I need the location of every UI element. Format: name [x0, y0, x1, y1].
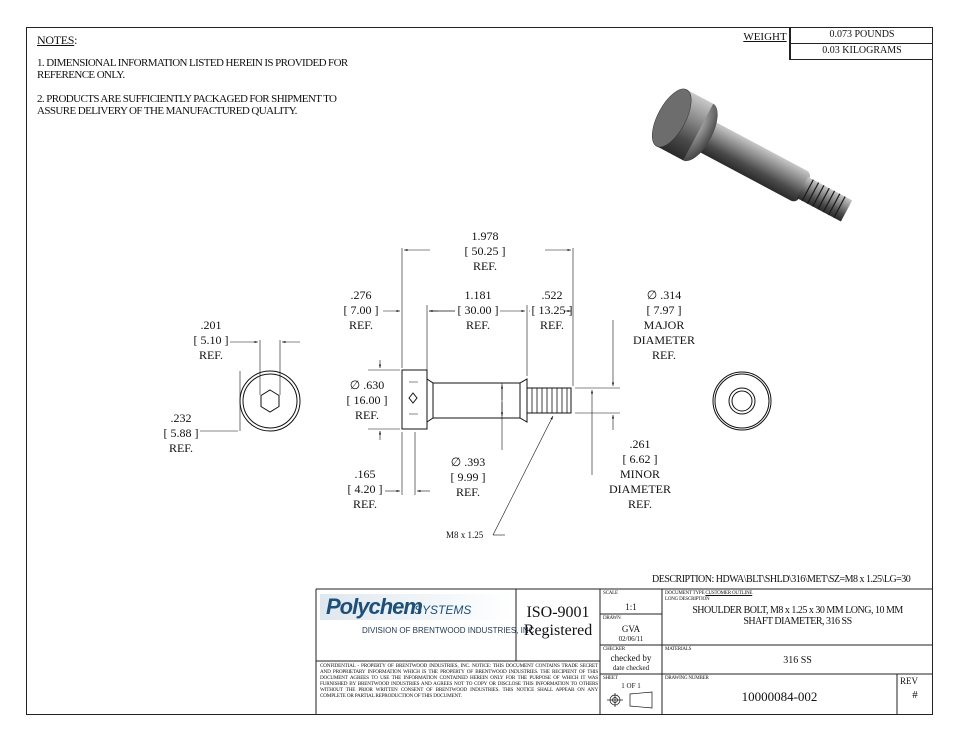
dim-overall: 1.978[ 50.25 ]REF. [464, 229, 506, 273]
scale-value: 1:1 [625, 602, 637, 612]
dimension-lines [368, 248, 620, 536]
materials-value: 316 SS [783, 655, 812, 666]
weight-pounds: 0.073 POUNDS [791, 27, 933, 44]
checker-label: CHECKER [603, 647, 625, 652]
dim-socket-depth: .232[ 5.88 ]REF. [163, 411, 199, 455]
confidential-notice: CONFIDENTIAL - PROPERTY OF BRENTWOOD IND… [320, 663, 598, 699]
rev-label: REV [900, 676, 918, 686]
sheet-value: 1 OF 1 [621, 682, 641, 690]
materials-label: MATERIALS [665, 647, 692, 652]
thread-callout: M8 x 1.25 [446, 530, 484, 540]
company-logo: Polychem SYSTEMS DIVISION OF BRENTWOOD I… [320, 594, 537, 640]
longdesc-label: LONG DESCRIPTION [665, 597, 710, 602]
title-block-grid [315, 588, 933, 715]
dim-shoulder-diameter: ∅ .393[ 9.99 ]REF. [450, 455, 486, 499]
note-1: 1. DIMENSIONAL INFORMATION LISTED HEREIN… [37, 57, 348, 81]
logo-systems: SYSTEMS [414, 603, 472, 617]
end-view-head [200, 340, 301, 432]
checker-date: date checked [612, 664, 650, 672]
checker-value: checked by [610, 653, 652, 663]
side-view-bolt [401, 369, 572, 430]
dim-hex: .201[ 5.10 ]REF. [193, 318, 229, 362]
long-description-2: SHAFT DIAMETER, 316 SS [743, 616, 852, 627]
dim-head-diameter: ∅ .630[ 16.00 ]REF. [346, 378, 388, 422]
end-view-thread [712, 371, 772, 431]
weight-kilograms: 0.03 KILOGRAMS [822, 45, 902, 56]
projection-symbol [607, 691, 653, 709]
notes-title: NOTES: [37, 33, 78, 47]
drawing-number: 10000084-002 [741, 689, 818, 704]
scale-label: SCALE [603, 591, 618, 596]
logo-text: Polychem [326, 594, 423, 619]
drawn-date: 02/06/11 [618, 635, 644, 643]
dim-head-height: .165[ 4.20 ]REF. [347, 467, 383, 511]
weight-box: WEIGHT 0.073 POUNDS 0.03 KILOGRAMS [740, 27, 933, 59]
dim-shoulder-length: 1.181[ 30.00 ]REF. [457, 288, 499, 332]
note-2: 2. PRODUCTS ARE SUFFICIENTLY PACKAGED FO… [37, 93, 337, 117]
doctype-value: CUSTOMER OUTLINE [705, 591, 753, 596]
description: DESCRIPTION: HDWA\BLT\SHLD\316\MET\SZ=M8… [652, 574, 911, 585]
drawn-value: GVA [621, 624, 641, 634]
rev-value: # [912, 689, 918, 701]
sheet-label: SHEET [603, 676, 618, 681]
bolt-3d-render [652, 88, 853, 222]
dim-head-length: .276[ 7.00 ]REF. [343, 288, 379, 332]
weight-label: WEIGHT [740, 27, 791, 59]
division-text: DIVISION OF BRENTWOOD INDUSTRIES, INC. [362, 626, 537, 635]
drawing-frame [26, 27, 933, 715]
dim-thread-length: .522[ 13.25 ]REF. [531, 288, 573, 332]
drawing-number-label: DRAWING NUMBER [665, 676, 709, 681]
doctype-label: DOCUMENT TYPE CUSTOMER OUTLINE [665, 591, 753, 596]
drawn-label: DRAWN [603, 616, 621, 621]
long-description-1: SHOULDER BOLT, M8 x 1.25 x 30 MM LONG, 1… [692, 605, 903, 616]
